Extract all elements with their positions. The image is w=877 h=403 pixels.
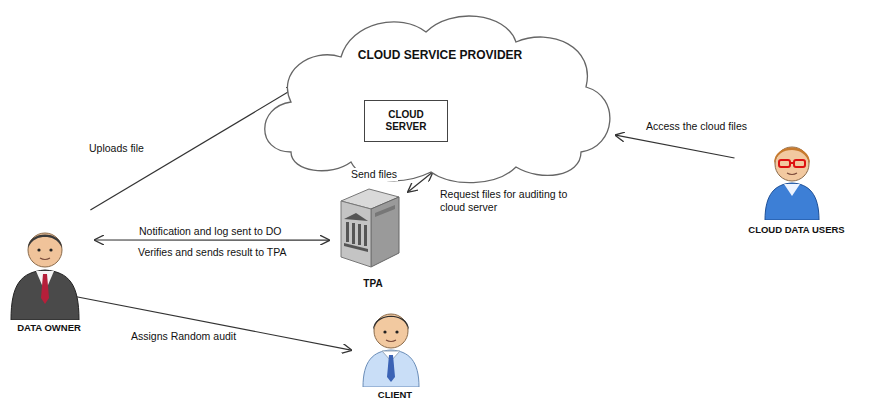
tpa-server-icon xyxy=(329,183,409,275)
client-node: CLIENT xyxy=(351,305,439,403)
edge-label: Notification and log sent to DO xyxy=(138,225,282,238)
cloud-user-figure xyxy=(719,138,866,220)
tpa-node: TPA xyxy=(329,183,417,293)
annotation-label: Verifies and sends result to TPA xyxy=(138,246,303,259)
data-owner-figure xyxy=(3,222,87,320)
edge-label: Uploads file xyxy=(88,142,145,155)
data-owner: DATA OWNER xyxy=(3,210,95,335)
node-text: CLOUD DATA USERS xyxy=(719,224,874,236)
connector-arrow xyxy=(67,295,351,350)
node-text: CLOUD SERVICE PROVIDER xyxy=(251,48,629,63)
cloud-provider: CLOUD SERVICE PROVIDER CLOUD SERVER xyxy=(251,2,629,187)
edge-label: Assigns Random audit xyxy=(130,330,237,343)
node-text: CLOUD SERVER xyxy=(375,109,437,134)
node-text: TPA xyxy=(329,278,417,291)
connector-arrow xyxy=(616,135,735,158)
edge-label: Access the cloud files xyxy=(645,120,748,133)
edge-label: Send files xyxy=(350,168,398,181)
cloud-data-users: CLOUD DATA USERS xyxy=(719,138,874,238)
server-box: CLOUD SERVER xyxy=(364,100,448,142)
node-text: DATA OWNER xyxy=(3,322,95,334)
node-text: CLIENT xyxy=(351,389,439,401)
annotation-label: Request files for auditing to cloud serv… xyxy=(440,188,590,214)
cloud-shape xyxy=(251,2,621,187)
connector-arrow xyxy=(95,239,329,240)
client-figure xyxy=(351,305,431,387)
